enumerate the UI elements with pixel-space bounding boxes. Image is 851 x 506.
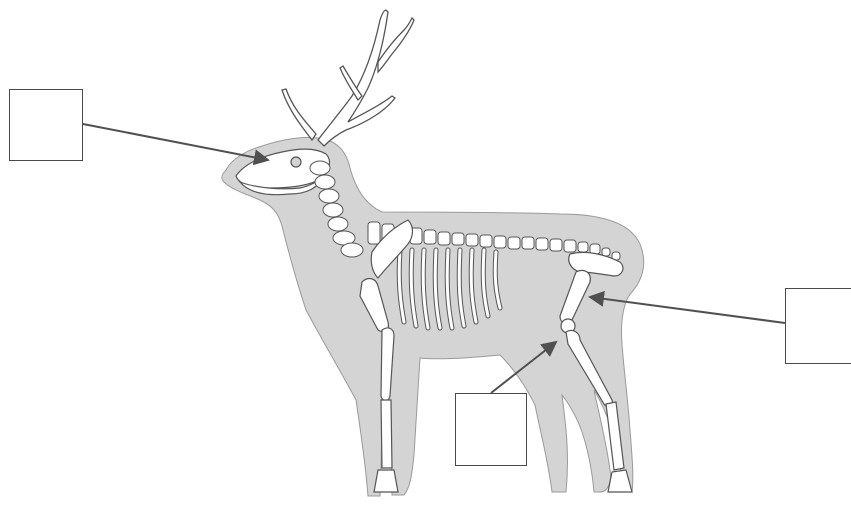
label-box-knee[interactable] bbox=[455, 393, 527, 466]
leader-line-head bbox=[83, 124, 268, 160]
foreleg-metacarpal bbox=[381, 400, 392, 468]
label-box-hip[interactable] bbox=[785, 288, 851, 364]
antler-main bbox=[318, 10, 395, 146]
skull-eye-socket bbox=[291, 157, 301, 167]
antlers bbox=[282, 10, 414, 146]
foreleg-hoof bbox=[374, 470, 398, 492]
label-box-head[interactable] bbox=[9, 89, 83, 161]
antler-left bbox=[282, 89, 316, 140]
